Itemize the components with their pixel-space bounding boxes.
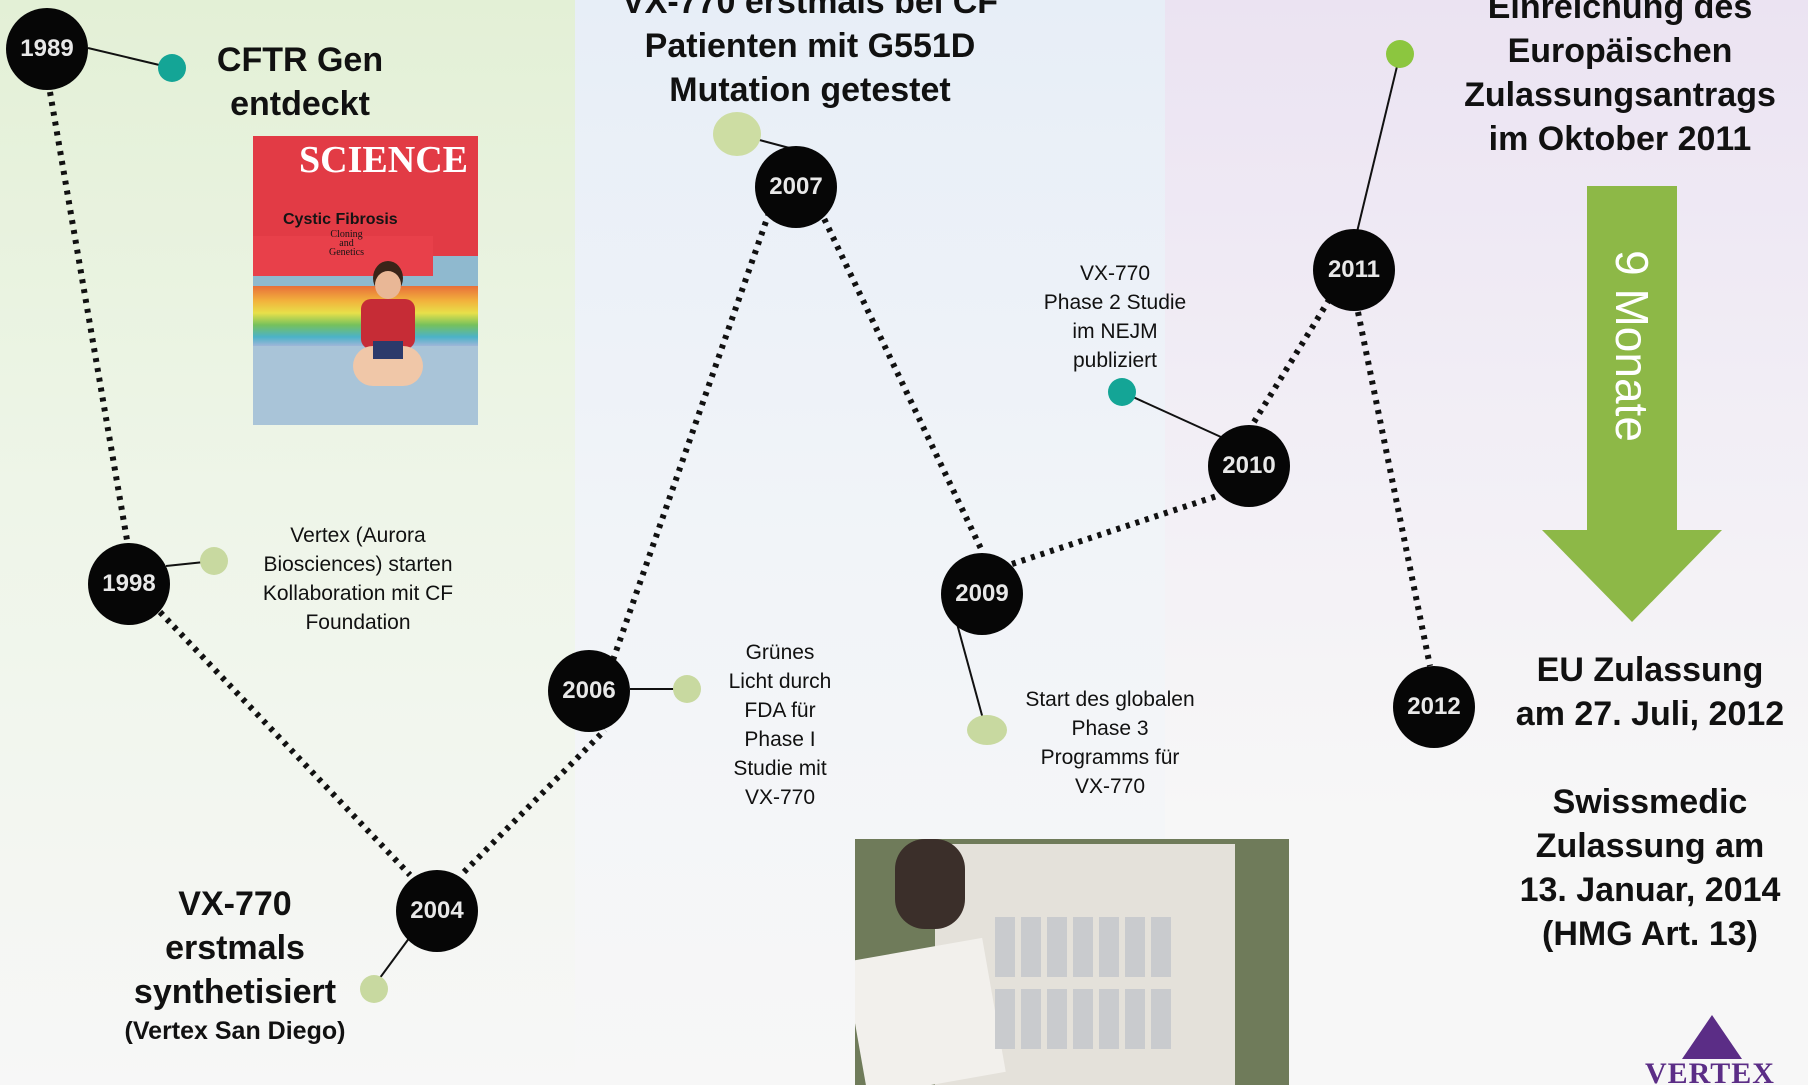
cover-headline: Cystic Fibrosis	[283, 211, 398, 228]
event-line: Einreichung des	[1487, 0, 1753, 26]
leader-2009	[955, 619, 987, 731]
event-line: VX-770	[1074, 775, 1146, 798]
year-node-2009: 2009	[941, 553, 1023, 635]
event-subline: (Vertex San Diego)	[124, 1017, 346, 1045]
timeline-segment-2011-2012	[1355, 311, 1433, 667]
event-line: VX-770	[1079, 262, 1151, 285]
duration-arrow: 9 Monate	[1542, 186, 1722, 622]
year-node-2011: 2011	[1313, 229, 1395, 311]
event-line: Biosciences) starten	[263, 553, 453, 576]
event-line: Phase I	[744, 728, 816, 751]
event-line: Zulassung am	[1535, 827, 1765, 865]
triangle-logo-icon	[1682, 1015, 1742, 1059]
event-line: publiziert	[1072, 349, 1158, 372]
event-line: FDA für	[744, 699, 816, 722]
duration-arrow-text: 9 Monate	[1606, 250, 1658, 442]
event-line: CFTR Gen	[216, 41, 384, 79]
logo-text: VERTEX	[1645, 1057, 1775, 1085]
event-line: entdeckt	[230, 85, 370, 123]
event-line: Phase 3	[1071, 717, 1149, 740]
event-line: im NEJM	[1072, 320, 1158, 343]
event-line: Start des globalen	[1025, 688, 1195, 711]
event-line: Europäischen	[1507, 32, 1733, 70]
event-line: Vertex (Aurora	[290, 524, 426, 547]
marker-dot-1998	[200, 547, 228, 575]
year-node-2007: 2007	[755, 146, 837, 228]
timeline-segment-2010-2011	[1251, 298, 1332, 424]
vertex-logo: VERTEX	[1640, 1015, 1808, 1085]
year-node-2004: 2004	[396, 870, 478, 952]
timeline-segment-1998-2004	[157, 609, 413, 878]
timeline-segment-2007-2009	[817, 208, 986, 555]
event-line: EU Zulassung	[1536, 651, 1764, 689]
marker-dot-2007	[713, 112, 761, 156]
event-line: VX-770 erstmals bei CF	[621, 0, 999, 21]
timeline-segment-1989-1998	[47, 91, 130, 541]
event-line: Mutation getestet	[669, 71, 951, 109]
marker-dot-2006	[673, 675, 701, 703]
marker-dot-2011	[1386, 40, 1414, 68]
timeline-segment-2006-2007	[610, 209, 773, 661]
marker-dot-2010	[1108, 378, 1136, 406]
leader-2010	[1121, 391, 1222, 438]
timeline-segment-2004-2006	[461, 727, 608, 875]
event-line: Programms für	[1040, 746, 1180, 769]
cover-subtitle-line: Cloning	[330, 229, 363, 240]
event-line: Patienten mit G551D	[644, 27, 976, 65]
year-node-2012: 2012	[1393, 666, 1475, 748]
event-line: Zulassungsantrags	[1464, 76, 1776, 114]
down-arrow-icon	[1542, 186, 1722, 622]
event-line: VX-770	[178, 885, 292, 923]
swissmedic-approval: Swissmedic Zulassung am 13. Januar, 2014…	[1490, 780, 1808, 956]
event-line: Swissmedic	[1552, 783, 1748, 821]
event-label-1998: Vertex (Aurora Biosciences) starten Koll…	[238, 521, 478, 637]
event-line: Licht durch	[728, 670, 832, 693]
marker-dot-2009	[967, 715, 1007, 745]
event-line: synthetisiert	[133, 973, 337, 1011]
event-line: Phase 2 Studie	[1043, 291, 1187, 314]
event-line: erstmals	[165, 929, 305, 967]
event-label-2006: Grünes Licht durch FDA für Phase I Studi…	[700, 638, 860, 812]
year-node-2010: 2010	[1208, 425, 1290, 507]
pill-pack-photo	[855, 839, 1289, 1085]
science-cover-image: SCIENCE Cystic Fibrosis Cloning and Gene…	[253, 136, 478, 425]
event-line: Studie mit	[733, 757, 827, 780]
event-label-2012: EU Zulassung am 27. Juli, 2012	[1490, 648, 1808, 736]
cover-subtitle: Cloning and Genetics	[329, 229, 364, 258]
event-line: am 27. Juli, 2012	[1515, 695, 1785, 733]
event-line: Kollaboration mit CF	[262, 582, 454, 605]
marker-dot-1989	[158, 54, 186, 82]
event-line: im Oktober 2011	[1488, 120, 1752, 158]
event-label-2009: Start des globalen Phase 3 Programms für…	[985, 685, 1235, 801]
year-node-2006: 2006	[548, 650, 630, 732]
event-label-2011: Einreichung des Europäischen Zulassungsa…	[1420, 0, 1808, 161]
event-label-1989: CFTR Gen entdeckt	[190, 38, 410, 126]
year-node-1998: 1998	[88, 543, 170, 625]
event-label-2010: VX-770 Phase 2 Studie im NEJM publiziert	[1020, 259, 1210, 375]
cover-subtitle-line: Genetics	[329, 247, 364, 258]
event-label-2007: VX-770 erstmals bei CF Patienten mit G55…	[580, 0, 1040, 112]
event-line: Foundation	[305, 611, 411, 634]
event-label-2004: VX-770 erstmals synthetisiert (Vertex Sa…	[100, 882, 370, 1048]
pill-blister-rows	[995, 917, 1175, 1057]
event-line: Grünes	[745, 641, 815, 664]
event-line: (HMG Art. 13)	[1542, 915, 1758, 953]
cover-subtitle-line: and	[339, 238, 354, 249]
child-figure	[353, 261, 423, 411]
year-node-1989: 1989	[6, 8, 88, 90]
marker-dot-2004	[360, 975, 388, 1003]
event-line: 13. Januar, 2014	[1519, 871, 1781, 909]
timeline-segment-2009-2010	[1011, 493, 1218, 567]
event-line: VX-770	[744, 786, 816, 809]
cover-title: SCIENCE	[299, 139, 468, 181]
leader-2011	[1356, 53, 1401, 233]
